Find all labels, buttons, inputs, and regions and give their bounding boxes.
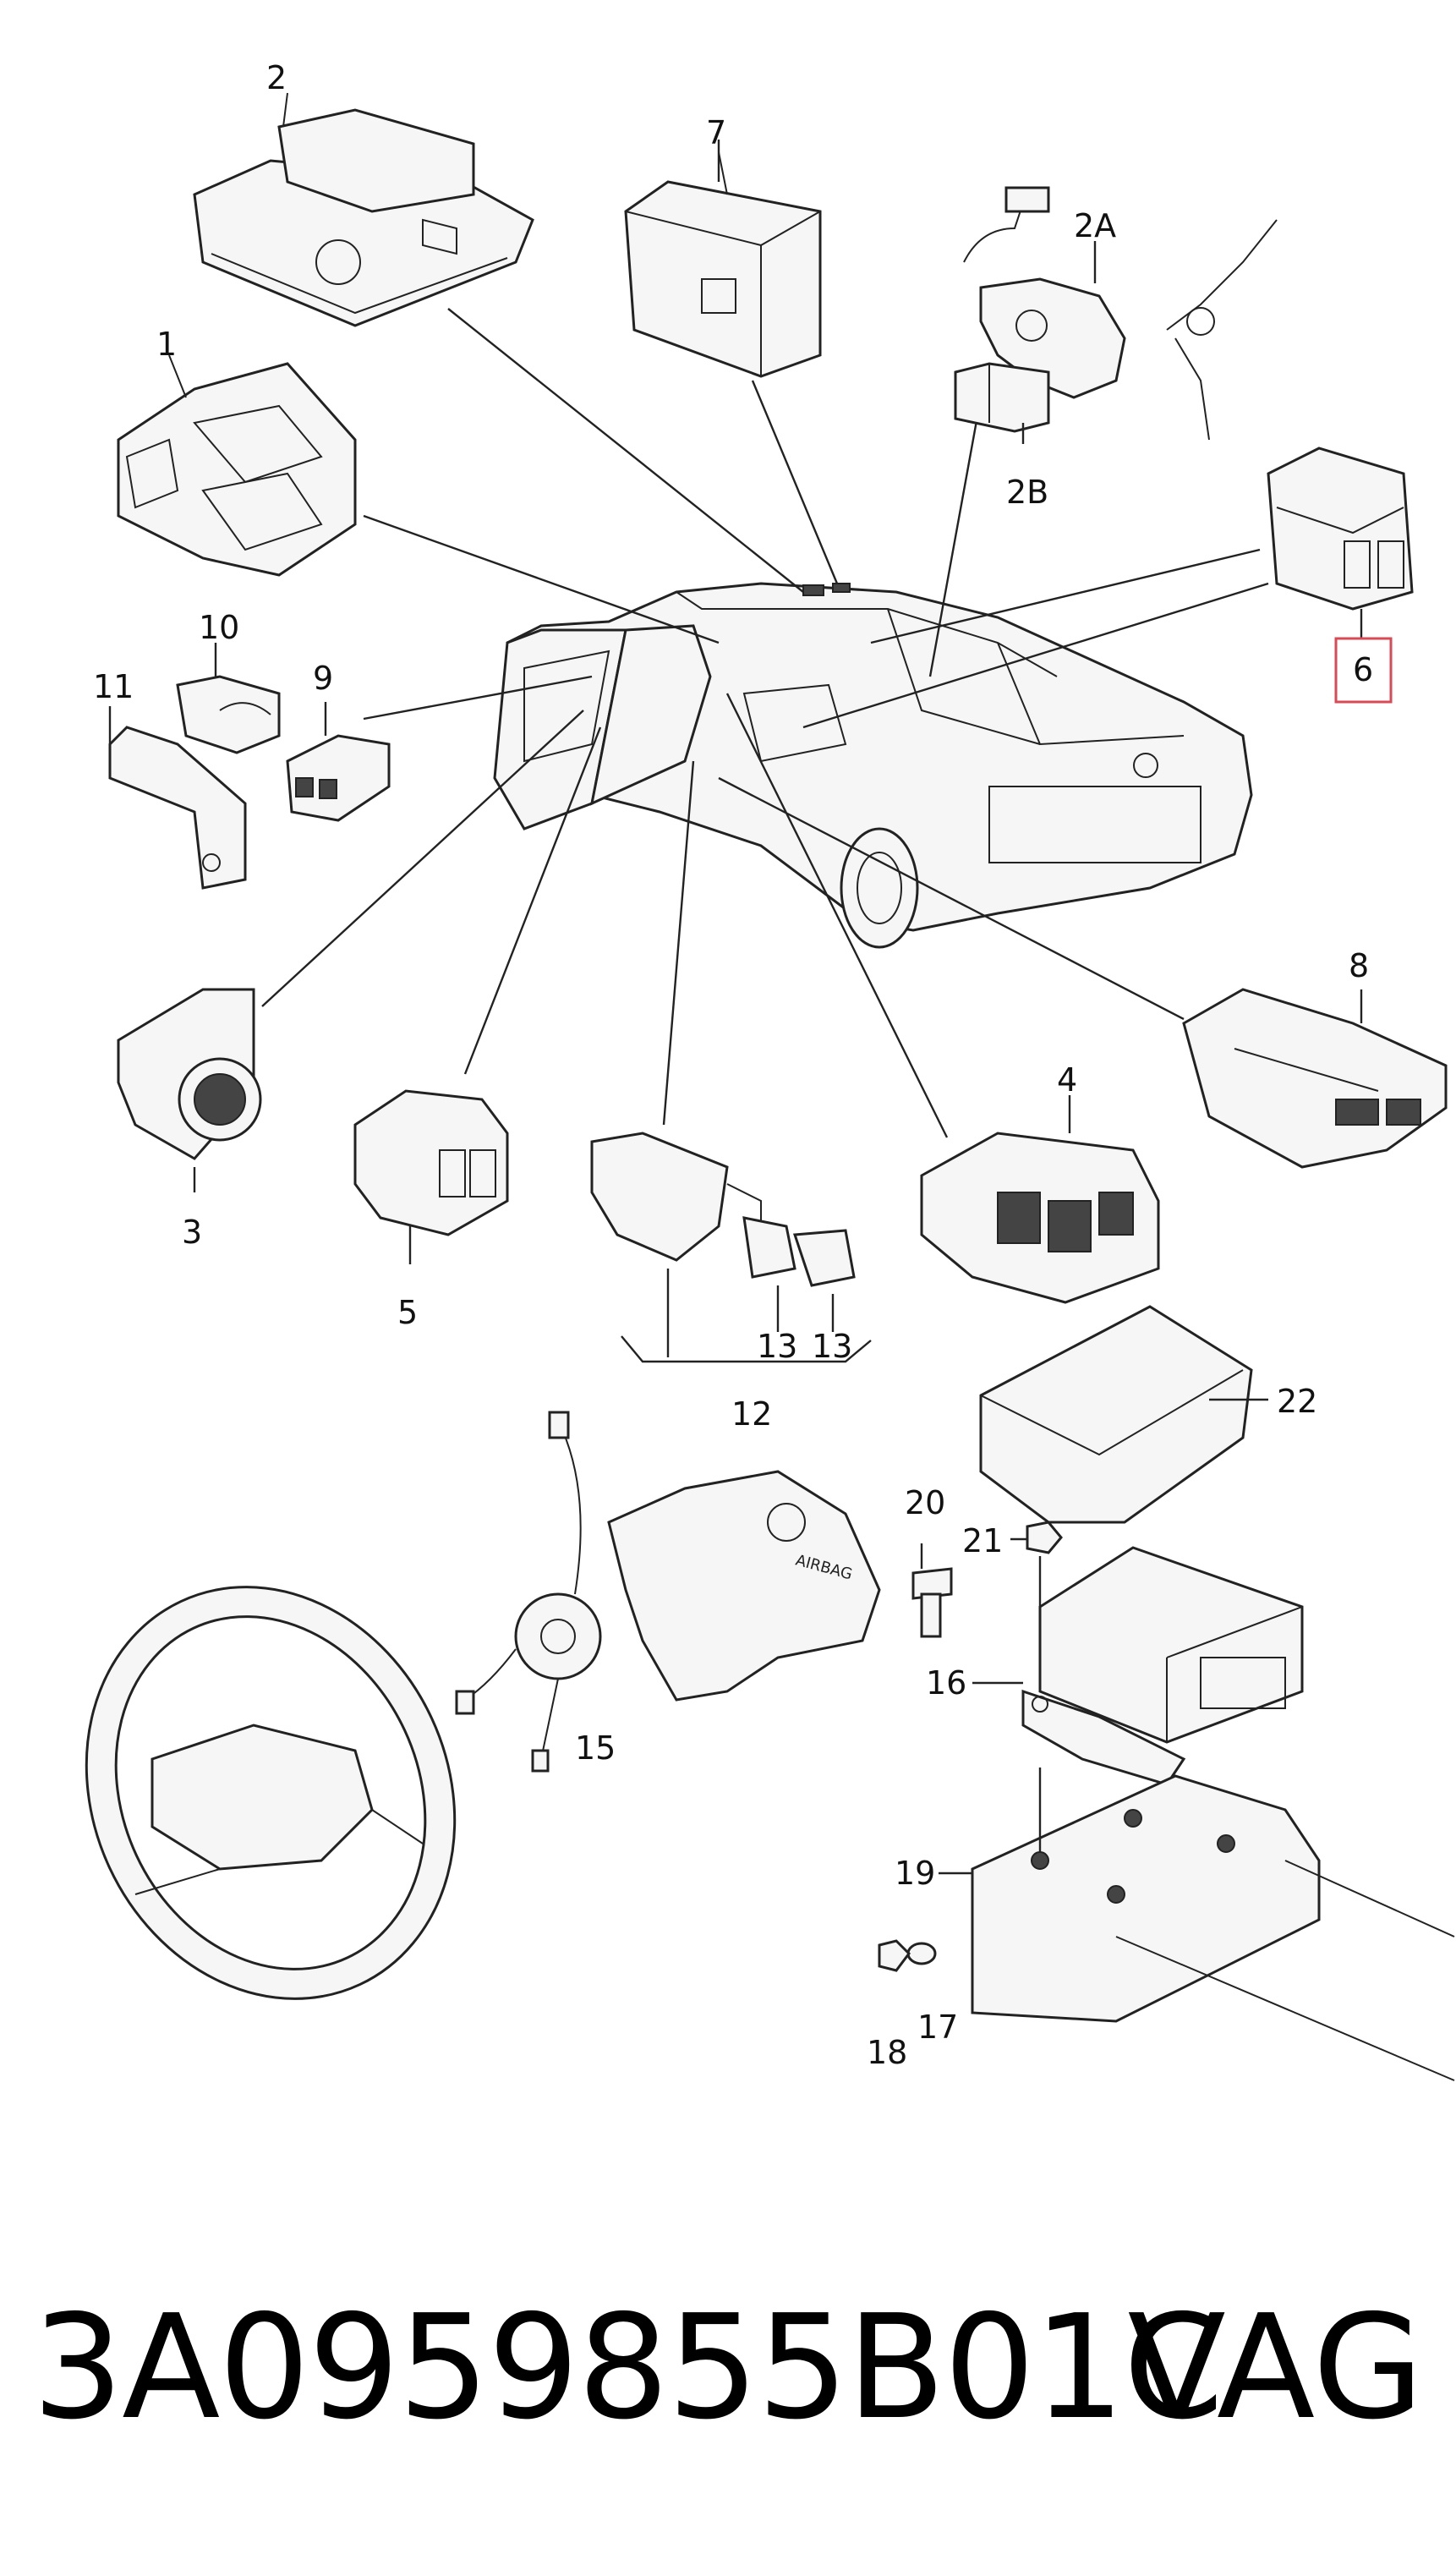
parts-diagram: AIRBAG 2 7 2A 1 2B 10 6 11 (85, 59, 1455, 2081)
part-10-drawing (176, 675, 281, 754)
part-7-drawing (624, 151, 822, 378)
part-6-drawing (1267, 447, 1414, 611)
label-19: 19 (895, 1855, 935, 1892)
label-21: 21 (962, 1522, 1003, 1559)
part-12-drawing (590, 1132, 856, 1287)
steering-wheel-drawing (85, 1586, 457, 2000)
part-20-drawing (911, 1567, 953, 1638)
part-4-drawing (920, 1132, 1160, 1304)
brace-12 (621, 1269, 872, 1363)
label-16: 16 (926, 1664, 966, 1702)
label-5: 5 (397, 1294, 418, 1331)
label-2a: 2A (1074, 207, 1116, 244)
part-3-drawing (117, 988, 262, 1160)
part-5-drawing (353, 1089, 509, 1236)
part-18-drawing (878, 1939, 911, 1972)
part-17-drawing (906, 1942, 937, 1965)
leader-lines (261, 308, 1269, 1138)
part-15-drawing (455, 1411, 602, 1773)
label-8: 8 (1349, 947, 1369, 984)
label-4: 4 (1057, 1061, 1077, 1099)
part-19-drawing (971, 1768, 1455, 2081)
label-13-first: 13 (757, 1328, 797, 1365)
part-21-drawing (1026, 1521, 1063, 1691)
label-10: 10 (199, 609, 239, 646)
footer: 3A0959855B01C VAG (0, 2283, 1456, 2453)
label-stubs (108, 140, 1363, 1875)
part-labels: 2 7 2A 1 2B 10 6 11 9 8 4 3 5 13 13 12 2… (93, 59, 1373, 2071)
part-2-drawing (193, 92, 534, 327)
label-15: 15 (575, 1729, 616, 1767)
label-11: 11 (93, 668, 134, 705)
label-9: 9 (313, 660, 333, 697)
label-13-second: 13 (812, 1328, 852, 1365)
label-3: 3 (182, 1214, 202, 1251)
part-9-drawing (286, 734, 391, 822)
label-7: 7 (706, 114, 726, 151)
label-12: 12 (731, 1395, 772, 1433)
part-2b-drawing (954, 362, 1050, 433)
part-16-drawing (1021, 1546, 1304, 1786)
car-body (493, 582, 1253, 949)
part-11-drawing (108, 726, 247, 890)
label-6: 6 (1353, 651, 1373, 688)
label-2: 2 (266, 59, 287, 96)
airbag-unit-drawing: AIRBAG (607, 1470, 881, 1702)
label-22: 22 (1277, 1383, 1317, 1420)
label-20: 20 (905, 1484, 945, 1521)
part-22-drawing (979, 1305, 1253, 1524)
part-number: 3A0959855B01C (32, 2284, 1223, 2452)
label-17: 17 (917, 2009, 958, 2046)
part-1-drawing (117, 354, 357, 577)
part-8-drawing (1182, 988, 1448, 1169)
label-1: 1 (156, 326, 177, 363)
brand-name: VAG (1127, 2284, 1424, 2452)
part-6-highlight (1334, 637, 1393, 704)
label-2b: 2B (1006, 474, 1048, 511)
label-18: 18 (867, 2034, 907, 2071)
